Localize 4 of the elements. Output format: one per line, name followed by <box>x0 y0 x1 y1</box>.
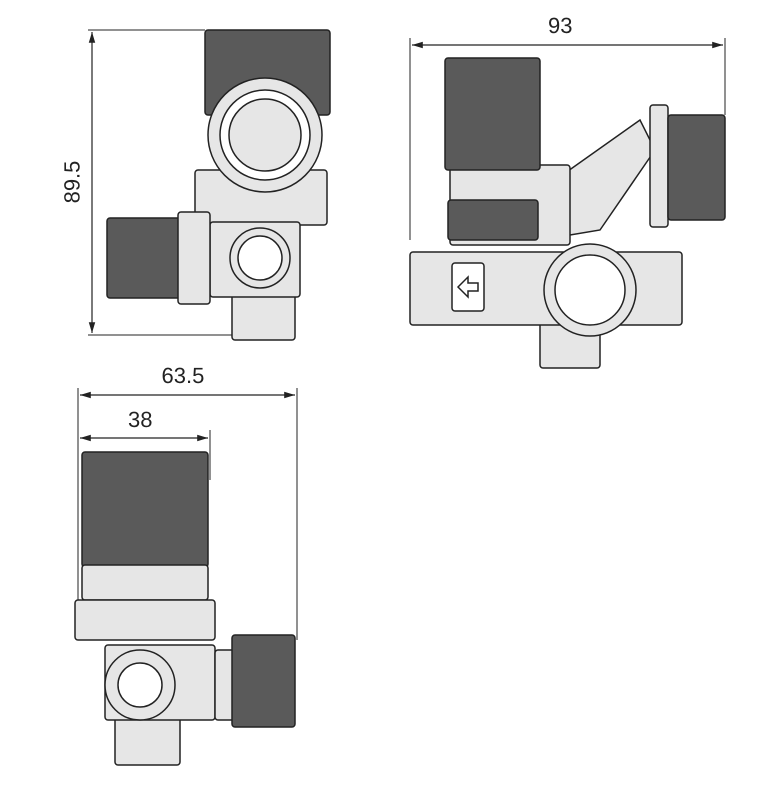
dimension-label: 89.5 <box>60 160 83 204</box>
dimension-label: 93 <box>548 15 572 37</box>
dimension-label: 38 <box>128 409 152 431</box>
dimension-label: 63.5 <box>162 365 204 387</box>
